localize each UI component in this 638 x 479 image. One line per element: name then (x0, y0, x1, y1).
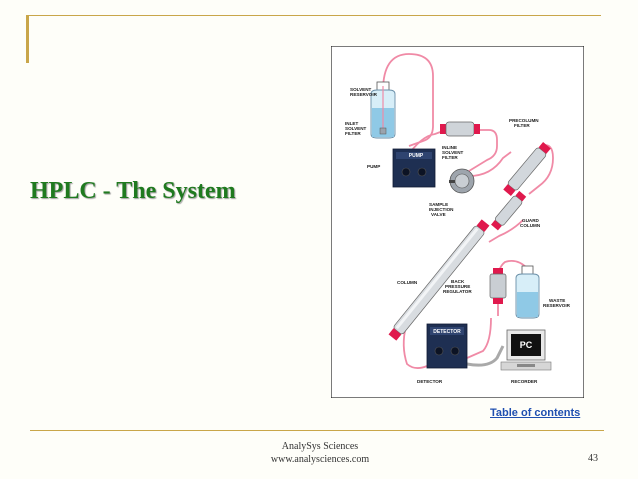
sample-injection-valve (449, 168, 475, 194)
label-precolumn-filter-1: PRECOLUMN (509, 118, 539, 123)
label-inline-filter-1: INLINE (442, 145, 457, 150)
pc-recorder: PC (500, 329, 552, 371)
back-pressure-regulator (489, 268, 507, 316)
inline-solvent-filter (440, 121, 480, 137)
label-inlet-filter-1: INLET (345, 121, 358, 126)
footer-company: AnalySys Sciences (281, 441, 359, 452)
label-back-pressure-3: REGULATOR (443, 289, 472, 294)
label-inlet-filter-2: SOLVENT (345, 126, 367, 131)
label-detector: DETECTOR (417, 379, 443, 384)
page-number: 43 (588, 453, 598, 464)
diagram-labels: SOLVENT RESERVOIR INLET SOLVENT FILTER P… (345, 87, 571, 384)
label-injection-valve-2: INJECTION (429, 207, 454, 212)
label-back-pressure-2: PRESSURE (445, 284, 470, 289)
label-waste-reservoir-1: WASTE (549, 298, 565, 303)
waste-reservoir-bottle (515, 265, 540, 319)
footer: AnalySys Sciences www.analysciences.com (200, 440, 440, 466)
label-guard-column-1: GUARD (522, 218, 540, 223)
label-column: COLUMN (397, 280, 418, 285)
label-recorder: RECORDER (511, 379, 538, 384)
label-waste-reservoir-2: RESERVOIR (543, 303, 571, 308)
guard-column (491, 190, 527, 231)
label-solvent-reservoir-1: SOLVENT (350, 87, 372, 92)
label-pump: PUMP (367, 164, 380, 169)
bottom-frame-line (30, 430, 604, 431)
solvent-reservoir-bottle (370, 81, 396, 139)
precolumn-filter (503, 142, 551, 196)
pump-unit: PUMP (392, 148, 436, 188)
label-solvent-reservoir-2: RESERVOIR (350, 92, 378, 97)
footer-website: www.analysciences.com (270, 454, 370, 465)
label-precolumn-filter-2: FILTER (514, 123, 530, 128)
main-column (388, 219, 490, 341)
label-injection-valve-3: VALVE (431, 212, 446, 217)
label-inline-filter-3: FILTER (442, 155, 458, 160)
hplc-system-diagram: PUMP (331, 46, 584, 398)
pc-screen-label: PC (520, 340, 533, 350)
left-frame-accent (26, 15, 29, 63)
label-inline-filter-2: SOLVENT (442, 150, 464, 155)
label-injection-valve-1: SAMPLE (429, 202, 448, 207)
top-frame-line (26, 15, 601, 16)
label-inlet-filter-3: FILTER (345, 131, 361, 136)
slide-title: HPLC - The System (30, 178, 236, 204)
pump-device-label: PUMP (409, 153, 424, 159)
label-back-pressure-1: BACK (451, 279, 465, 284)
detector-unit: DETECTOR (426, 323, 468, 369)
detector-cable (466, 345, 505, 367)
detector-device-label: DETECTOR (433, 329, 461, 335)
table-of-contents-link[interactable]: Table of contents (490, 407, 581, 419)
label-guard-column-2: COLUMN (520, 223, 541, 228)
